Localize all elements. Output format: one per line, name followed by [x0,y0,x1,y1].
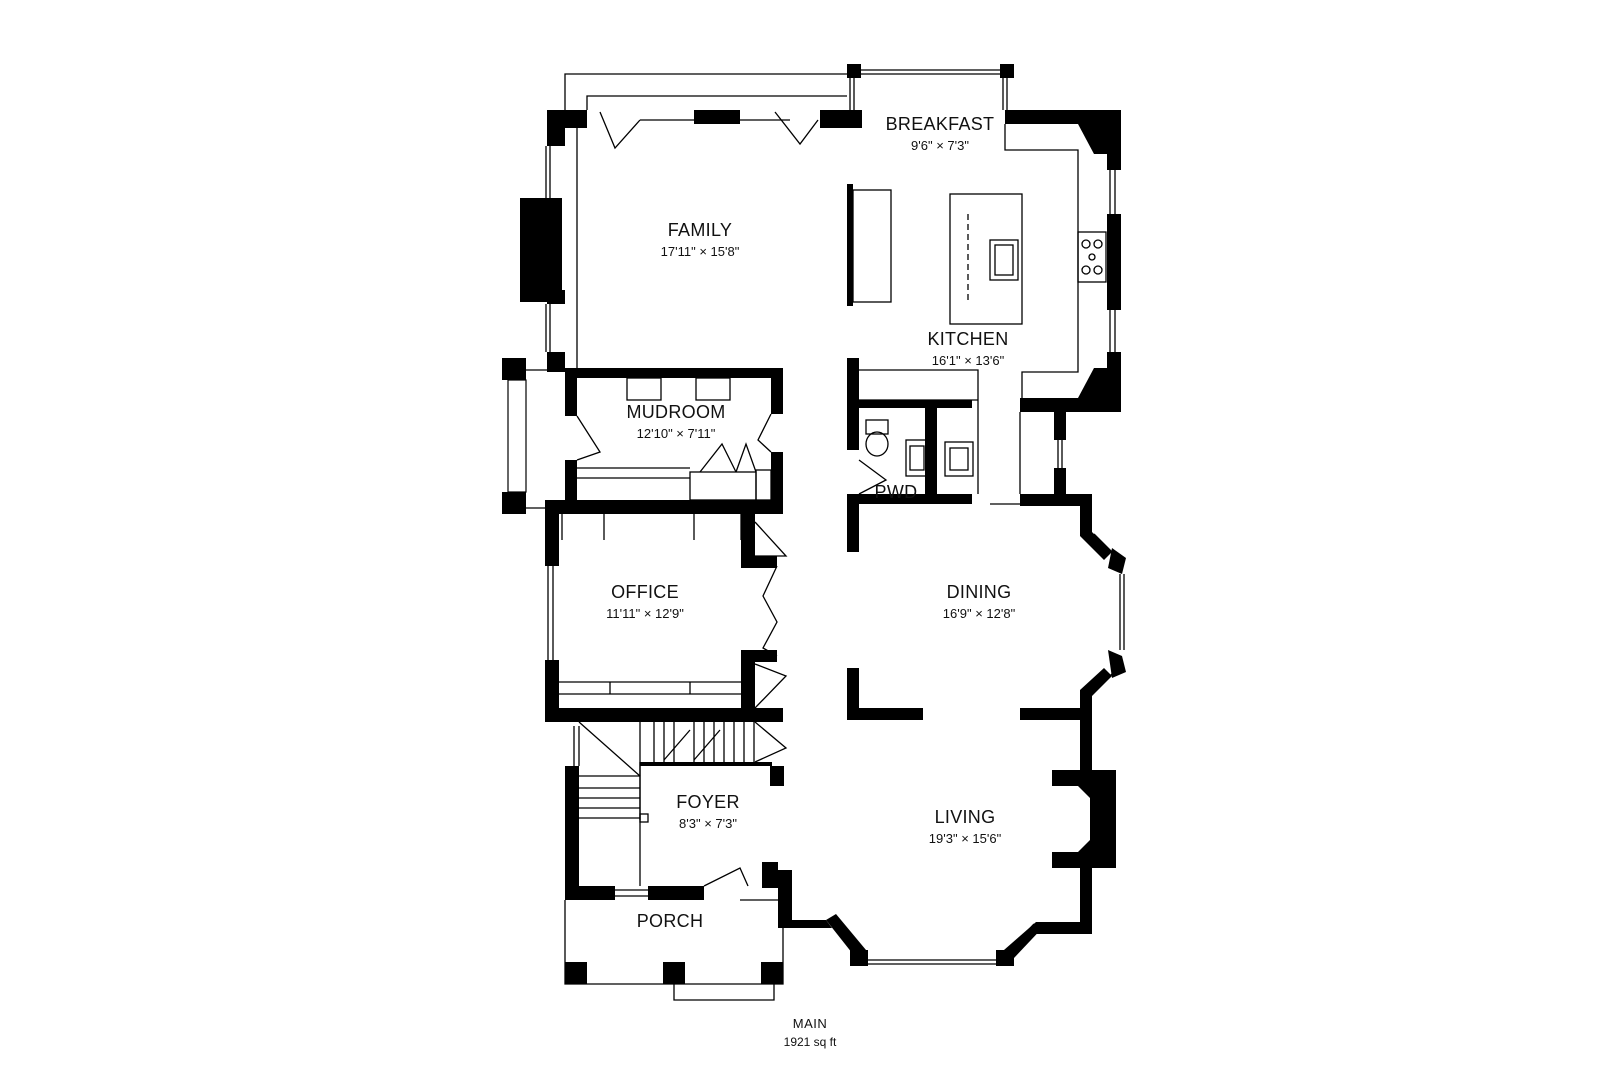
room-dims-breakfast: 9'6" × 7'3" [911,138,969,153]
room-label-dining: DINING [947,582,1012,602]
walls [502,64,1126,984]
room-label-kitchen: KITCHEN [927,329,1008,349]
room-dims-foyer: 8'3" × 7'3" [679,816,737,831]
level-label: MAIN [792,1016,828,1031]
room-labels: BREAKFAST 9'6" × 7'3" FAMILY 17'11" × 15… [606,114,1015,931]
area-label: 1921 sq ft [783,1035,837,1049]
fixtures-and-windows [507,69,1125,1001]
room-label-breakfast: BREAKFAST [886,114,995,134]
room-label-mudroom: MUDROOM [626,402,725,422]
room-label-family: FAMILY [668,220,732,240]
room-label-living: LIVING [935,807,996,827]
plan-footer: MAIN 1921 sq ft [0,1016,1620,1049]
room-dims-kitchen: 16'1" × 13'6" [932,353,1005,368]
room-dims-dining: 16'9" × 12'8" [943,606,1016,621]
room-label-foyer: FOYER [676,792,740,812]
room-dims-living: 19'3" × 15'6" [929,831,1002,846]
room-dims-mudroom: 12'10" × 7'11" [637,426,716,441]
room-dims-office: 11'11" × 12'9" [606,606,684,621]
room-label-pwd: PWD [875,482,918,502]
room-label-porch: PORCH [637,911,704,931]
room-label-office: OFFICE [611,582,679,602]
room-dims-family: 17'11" × 15'8" [661,244,740,259]
